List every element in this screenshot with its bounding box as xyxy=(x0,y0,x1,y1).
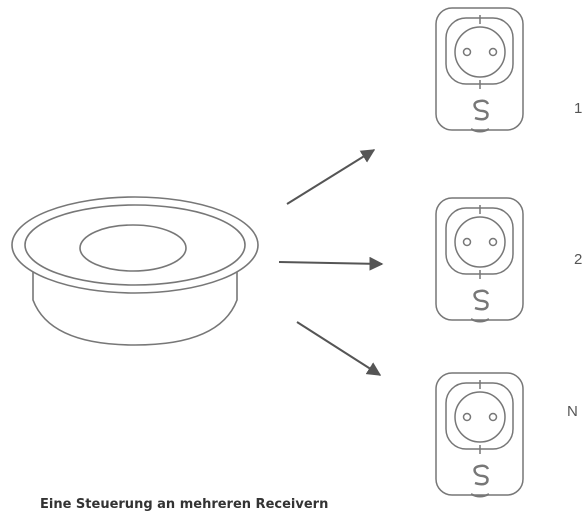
smart-plug-icon xyxy=(435,197,524,323)
arrow-icon xyxy=(278,256,384,271)
receiver-label-n: N xyxy=(567,403,578,420)
smart-plug-icon xyxy=(435,7,524,133)
smart-plug-icon xyxy=(435,372,524,498)
arrow-icon xyxy=(296,321,382,376)
round-button-controller-icon xyxy=(11,196,259,346)
arrow-icon xyxy=(286,149,376,205)
receiver-label-1: 1 xyxy=(574,100,583,117)
receiver-label-2: 2 xyxy=(574,251,583,268)
diagram-caption: Eine Steuerung an mehreren Receivern xyxy=(40,497,329,512)
